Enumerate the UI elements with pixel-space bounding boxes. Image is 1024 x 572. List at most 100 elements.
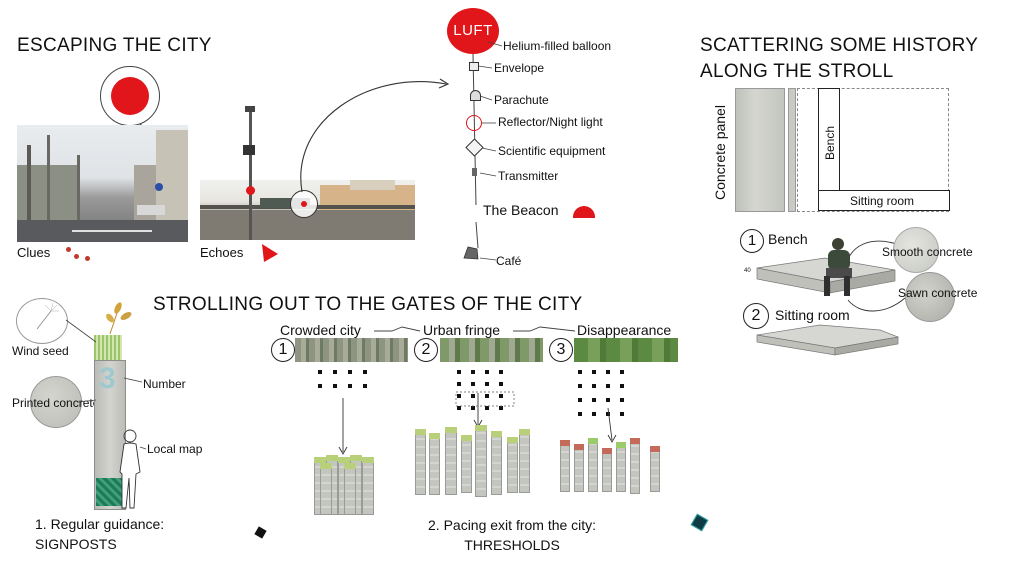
- concrete-column: [574, 444, 584, 492]
- pattern-dot: [592, 384, 596, 388]
- column-planting: [602, 448, 612, 454]
- pattern-dot: [606, 398, 610, 402]
- column-planting: [314, 457, 326, 463]
- pattern-dot: [471, 382, 475, 386]
- beacon-half-disc-icon: [573, 206, 595, 218]
- echoes-label: Echoes: [200, 245, 244, 260]
- panel-plan-outline: [797, 88, 949, 212]
- pattern-dot: [620, 384, 624, 388]
- stage-number-1: 1: [278, 341, 288, 358]
- stage-label-fringe: Urban fringe: [423, 322, 501, 338]
- column-planting: [507, 437, 518, 443]
- pattern-dot: [348, 384, 352, 388]
- pattern-dot: [485, 394, 489, 398]
- pattern-grid-1: [318, 370, 368, 400]
- stage-badge-3: 3: [549, 338, 573, 362]
- pattern-dot: [578, 384, 582, 388]
- concrete-column: [491, 431, 502, 495]
- pattern-grid-2: [457, 370, 517, 420]
- pattern-dot: [471, 394, 475, 398]
- stage-badge-2: 2: [414, 338, 438, 362]
- number-label: Number: [143, 377, 186, 391]
- pattern-dot: [348, 370, 352, 374]
- history-title-line1: SCATTERING SOME HISTORY: [700, 35, 979, 56]
- luft-text: LUFT: [453, 22, 493, 39]
- dandelion-seed-icon: [36, 302, 59, 330]
- column-planting: [519, 429, 530, 435]
- stage-label-disappearance: Disappearance: [577, 322, 672, 338]
- pattern-dot: [499, 394, 503, 398]
- concrete-column: [429, 433, 440, 495]
- pattern-dot: [578, 398, 582, 402]
- column-planting: [491, 431, 502, 437]
- cafe-icon: [462, 244, 480, 262]
- pattern-dot: [471, 370, 475, 374]
- history-title-line2: ALONG THE STROLL: [700, 60, 894, 82]
- column-planting: [344, 463, 356, 469]
- signpost-caption: 1. Regular guidance: SIGNPOSTS: [35, 514, 164, 555]
- concrete-column: [344, 463, 356, 515]
- sitting-room-number: 2: [751, 307, 761, 324]
- echo-circle-icon: [290, 190, 318, 218]
- sitting-room-plan: [818, 190, 950, 211]
- column-cluster-3: [558, 438, 668, 498]
- column-planting: [560, 440, 570, 446]
- equipment-label: Scientific equipment: [498, 144, 606, 158]
- concrete-column: [507, 437, 518, 493]
- concrete-column: [519, 429, 530, 493]
- street-photo: [17, 125, 188, 242]
- sawn-concrete-label: Sawn concrete: [898, 286, 978, 300]
- concrete-column: [445, 427, 457, 495]
- column-planting: [574, 444, 584, 450]
- envelope-icon: [469, 62, 479, 71]
- pattern-dot: [485, 406, 489, 410]
- concrete-column: [602, 448, 612, 492]
- clues-dots-icon: [66, 245, 96, 263]
- column-planting: [616, 442, 626, 448]
- concrete-column: [588, 438, 598, 492]
- thresholds-caption-line2: THRESHOLDS: [464, 537, 560, 554]
- column-planting: [650, 446, 660, 452]
- sitting-room-title: Sitting room: [775, 307, 850, 323]
- signpost-local-map: [96, 478, 122, 506]
- lamp-post-red-marker: [246, 186, 255, 195]
- concrete-column: [320, 463, 332, 515]
- clue-target-icon: [100, 66, 160, 126]
- aerial-photo-2: [440, 338, 543, 362]
- stage-badge-1: 1: [271, 338, 295, 362]
- pattern-dot: [578, 412, 582, 416]
- smooth-concrete-label: Smooth concrete: [882, 245, 973, 259]
- pattern-dot: [578, 370, 582, 374]
- aerial-photo-1: [295, 338, 408, 362]
- pattern-dot: [499, 370, 503, 374]
- aerial-photo-3: [574, 338, 678, 362]
- concrete-column: [616, 442, 626, 492]
- bench-number: 1: [747, 232, 757, 249]
- concrete-column: [461, 435, 472, 493]
- balloon-label: Helium-filled balloon: [503, 39, 612, 53]
- column-planting: [362, 457, 374, 463]
- column-planting: [461, 435, 472, 441]
- reflector-label: Reflector/Night light: [498, 115, 603, 129]
- pattern-grid-3: [578, 370, 638, 420]
- stage-number-2: 2: [421, 341, 431, 358]
- pattern-dot: [620, 370, 624, 374]
- cafe-label: Café: [496, 254, 522, 268]
- reflector-icon: [466, 115, 482, 131]
- column-planting: [588, 438, 598, 444]
- strolling-title: STROLLING OUT TO THE GATES OF THE CITY: [153, 294, 583, 315]
- pattern-dot: [620, 398, 624, 402]
- smooth-concrete-swatch: [893, 227, 939, 273]
- column-cluster-1: [312, 455, 382, 515]
- pattern-dot: [499, 382, 503, 386]
- column-planting: [338, 457, 350, 463]
- concrete-column: [560, 440, 570, 492]
- transmitter-icon: [472, 168, 477, 176]
- pattern-dot: [333, 370, 337, 374]
- pattern-dot: [606, 370, 610, 374]
- pattern-dot: [485, 382, 489, 386]
- column-planting: [320, 463, 332, 469]
